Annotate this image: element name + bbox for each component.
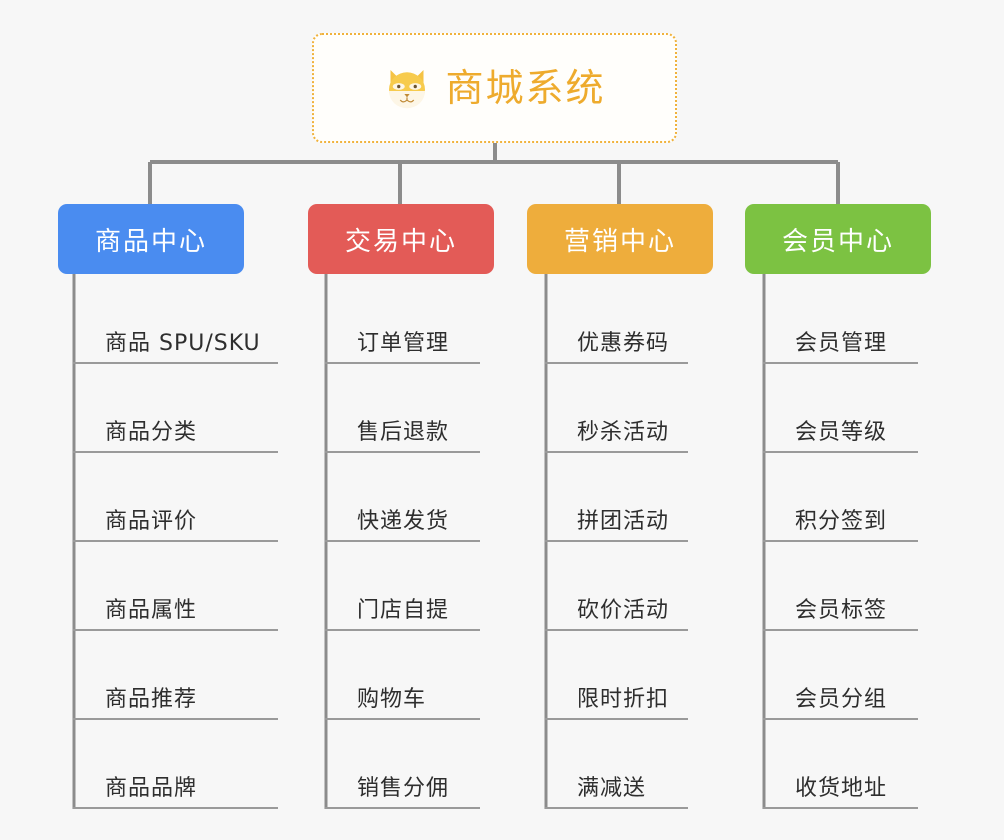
- leaf-item-label: 商品 SPU/SKU: [105, 330, 261, 356]
- leaf-item-label: 售后退款: [357, 419, 450, 445]
- leaf-item-label: 购物车: [357, 686, 427, 712]
- root-title: 商城系统: [445, 66, 606, 110]
- leaf-item-label: 会员分组: [795, 686, 888, 712]
- leaf-item-label: 满减送: [577, 775, 647, 801]
- leaf-item[interactable]: 商品评价: [73, 453, 278, 542]
- leaf-item-label: 快递发货: [357, 508, 450, 534]
- leaf-item-label: 秒杀活动: [577, 419, 670, 445]
- leaf-column-3: 会员管理会员等级积分签到会员标签会员分组收货地址: [763, 275, 918, 809]
- leaf-item[interactable]: 收货地址: [763, 720, 918, 809]
- leaf-item-label: 会员等级: [795, 419, 888, 445]
- leaf-item[interactable]: 购物车: [325, 631, 480, 720]
- leaf-item-label: 商品属性: [105, 597, 198, 623]
- leaf-item[interactable]: 商品 SPU/SKU: [73, 275, 278, 364]
- leaf-item[interactable]: 砍价活动: [545, 542, 688, 631]
- leaf-item-label: 会员管理: [795, 330, 888, 356]
- leaf-item[interactable]: 商品属性: [73, 542, 278, 631]
- leaf-item-label: 优惠券码: [577, 330, 670, 356]
- leaf-item[interactable]: 会员管理: [763, 275, 918, 364]
- category-label-1: 交易中心: [344, 226, 457, 257]
- leaf-column-1: 订单管理售后退款快递发货门店自提购物车销售分佣: [325, 275, 480, 809]
- leaf-item-label: 商品评价: [105, 508, 198, 534]
- leaf-item[interactable]: 限时折扣: [545, 631, 688, 720]
- leaf-item[interactable]: 会员分组: [763, 631, 918, 720]
- leaf-item-label: 订单管理: [357, 330, 450, 356]
- category-label-3: 会员中心: [781, 226, 894, 257]
- category-label-2: 营销中心: [563, 226, 676, 257]
- leaf-column-0: 商品 SPU/SKU 商品分类商品评价商品属性商品推荐商品品牌: [73, 275, 278, 809]
- root-node[interactable]: 商城系统: [312, 33, 677, 143]
- leaf-item[interactable]: 门店自提: [325, 542, 480, 631]
- leaf-item[interactable]: 优惠券码: [545, 275, 688, 364]
- leaf-item-label: 商品品牌: [105, 775, 198, 801]
- leaf-item[interactable]: 秒杀活动: [545, 364, 688, 453]
- leaf-item-label: 门店自提: [357, 597, 450, 623]
- leaf-item-label: 商品推荐: [105, 686, 198, 712]
- leaf-item[interactable]: 售后退款: [325, 364, 480, 453]
- leaf-item-label: 限时折扣: [577, 686, 670, 712]
- leaf-item-label: 拼团活动: [577, 508, 670, 534]
- leaf-item-label: 商品分类: [105, 419, 198, 445]
- leaf-item[interactable]: 满减送: [545, 720, 688, 809]
- leaf-item[interactable]: 订单管理: [325, 275, 480, 364]
- shiba-dog-face-icon: [389, 70, 426, 109]
- category-node-3[interactable]: 会员中心: [745, 204, 931, 274]
- category-node-0[interactable]: 商品中心: [58, 204, 244, 274]
- category-label-0: 商品中心: [94, 226, 207, 257]
- leaf-item-label: 会员标签: [795, 597, 888, 623]
- leaf-item[interactable]: 拼团活动: [545, 453, 688, 542]
- leaf-item-label: 砍价活动: [577, 597, 670, 623]
- leaf-item-label: 销售分佣: [357, 775, 450, 801]
- leaf-item[interactable]: 商品推荐: [73, 631, 278, 720]
- leaf-item-label: 收货地址: [795, 775, 888, 801]
- category-node-1[interactable]: 交易中心: [308, 204, 494, 274]
- leaf-item[interactable]: 会员标签: [763, 542, 918, 631]
- leaf-item-label: 积分签到: [795, 508, 888, 534]
- leaf-column-2: 优惠券码秒杀活动拼团活动砍价活动限时折扣满减送: [545, 275, 688, 809]
- leaf-item[interactable]: 快递发货: [325, 453, 480, 542]
- leaf-item[interactable]: 积分签到: [763, 453, 918, 542]
- category-node-2[interactable]: 营销中心: [527, 204, 713, 274]
- leaf-item[interactable]: 商品品牌: [73, 720, 278, 809]
- leaf-item[interactable]: 商品分类: [73, 364, 278, 453]
- leaf-item[interactable]: 会员等级: [763, 364, 918, 453]
- leaf-item[interactable]: 销售分佣: [325, 720, 480, 809]
